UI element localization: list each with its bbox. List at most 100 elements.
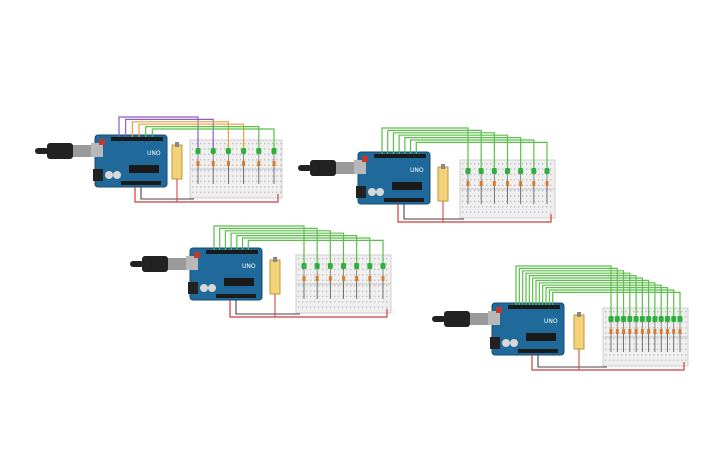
arduino-uno-board[interactable]: UNO (186, 247, 263, 301)
resistor (519, 181, 523, 186)
breadboard-hole (633, 327, 635, 329)
signal-wire (392, 132, 495, 170)
breadboard-hole (621, 354, 623, 356)
breadboard-hole (256, 143, 258, 145)
breadboard-hole (338, 279, 340, 281)
breadboard-hole (645, 338, 647, 340)
breadboard-hole (302, 268, 304, 271)
breadboard-hole (264, 153, 266, 156)
breadboard-hole (522, 163, 524, 165)
reset-button[interactable] (194, 252, 200, 258)
power-jack (356, 186, 366, 198)
breadboard-hole (530, 173, 532, 176)
breadboard-hole (669, 359, 671, 361)
breadboard-hole (474, 173, 476, 176)
breadboard-hole (354, 279, 356, 281)
resistor (196, 161, 200, 166)
led (210, 148, 216, 154)
breadboard-hole (366, 295, 368, 298)
breadboard-hole (326, 268, 328, 271)
breadboard-hole (474, 168, 476, 170)
breadboard-hole (248, 159, 250, 161)
led (658, 316, 664, 322)
breadboard-hole (264, 191, 266, 193)
usb-plug-body (310, 160, 336, 176)
breadboard-hole (196, 180, 198, 183)
signal-wire (552, 291, 681, 318)
potentiometer[interactable] (573, 314, 585, 350)
breadboard-hole (486, 200, 488, 203)
potentiometer-knob[interactable] (577, 312, 581, 317)
potentiometer[interactable] (437, 166, 449, 202)
breadboard-hole (220, 186, 222, 188)
breadboard-hole (298, 258, 300, 260)
breadboard-hole (478, 179, 480, 181)
arduino-uno-board[interactable]: UNO (488, 302, 565, 356)
breadboard-hole (514, 173, 516, 176)
breadboard-hole (677, 359, 679, 361)
breadboard-hole (220, 175, 222, 177)
breadboard-hole (462, 190, 464, 192)
breadboard-hole (649, 359, 651, 361)
breadboard-hole (318, 258, 320, 260)
breadboard-hole (386, 285, 388, 287)
signal-wire (131, 121, 229, 150)
breadboard-hole (669, 327, 671, 329)
breadboard-hole (474, 200, 476, 203)
breadboard-hole (661, 321, 663, 324)
breadboard-hole (538, 184, 540, 186)
reset-button[interactable] (99, 139, 105, 145)
breadboard-hole (232, 170, 234, 172)
breadboard-hole (208, 186, 210, 188)
breadboard-hole (382, 306, 384, 308)
breadboard-hole (322, 301, 324, 303)
breadboard-hole (306, 274, 308, 276)
breadboard-hole (212, 175, 214, 177)
breadboard-hole (374, 295, 376, 298)
breadboard-hole (346, 279, 348, 281)
usb-port (186, 256, 198, 270)
breadboard-hole (657, 343, 659, 345)
reset-button[interactable] (496, 307, 502, 313)
breadboard-hole (248, 164, 250, 166)
potentiometer-knob[interactable] (175, 142, 179, 147)
breadboard-hole (530, 190, 532, 192)
potentiometer[interactable] (171, 144, 183, 180)
usb-connector (73, 145, 91, 157)
breadboard-hole (641, 354, 643, 356)
signal-wire (381, 127, 469, 170)
breadboard-hole (641, 338, 643, 340)
breadboard-hole (661, 338, 663, 340)
breadboard-hole (204, 148, 206, 150)
potentiometer[interactable] (269, 259, 281, 295)
breadboard-hole (490, 200, 492, 203)
breadboard-hole (657, 327, 659, 329)
led (354, 263, 360, 269)
breadboard-hole (637, 338, 639, 340)
breadboard-hole (302, 295, 304, 298)
breadboard-hole (276, 170, 278, 172)
breadboard-hole (538, 179, 540, 181)
breadboard-hole (657, 311, 659, 313)
breadboard-hole (346, 295, 348, 298)
potentiometer-knob[interactable] (441, 164, 445, 169)
potentiometer-knob[interactable] (273, 257, 277, 262)
breadboard-hole (673, 354, 675, 356)
breadboard-hole (236, 143, 238, 145)
breadboard-hole (350, 263, 352, 265)
breadboard-hole (228, 191, 230, 193)
breadboard-hole (346, 285, 348, 287)
breadboard-hole (657, 354, 659, 356)
breadboard-hole (506, 179, 508, 181)
arduino-uno-board[interactable]: UNO (91, 134, 168, 188)
arduino-uno-board[interactable]: UNO (354, 151, 431, 205)
breadboard-hole (478, 206, 480, 208)
breadboard-hole (685, 338, 687, 340)
breadboard-hole (677, 321, 679, 324)
breadboard-hole (366, 301, 368, 303)
breadboard-hole (264, 186, 266, 188)
breadboard-hole (633, 348, 635, 351)
breadboard-hole (542, 211, 544, 213)
breadboard-hole (526, 179, 528, 181)
reset-button[interactable] (362, 156, 368, 162)
